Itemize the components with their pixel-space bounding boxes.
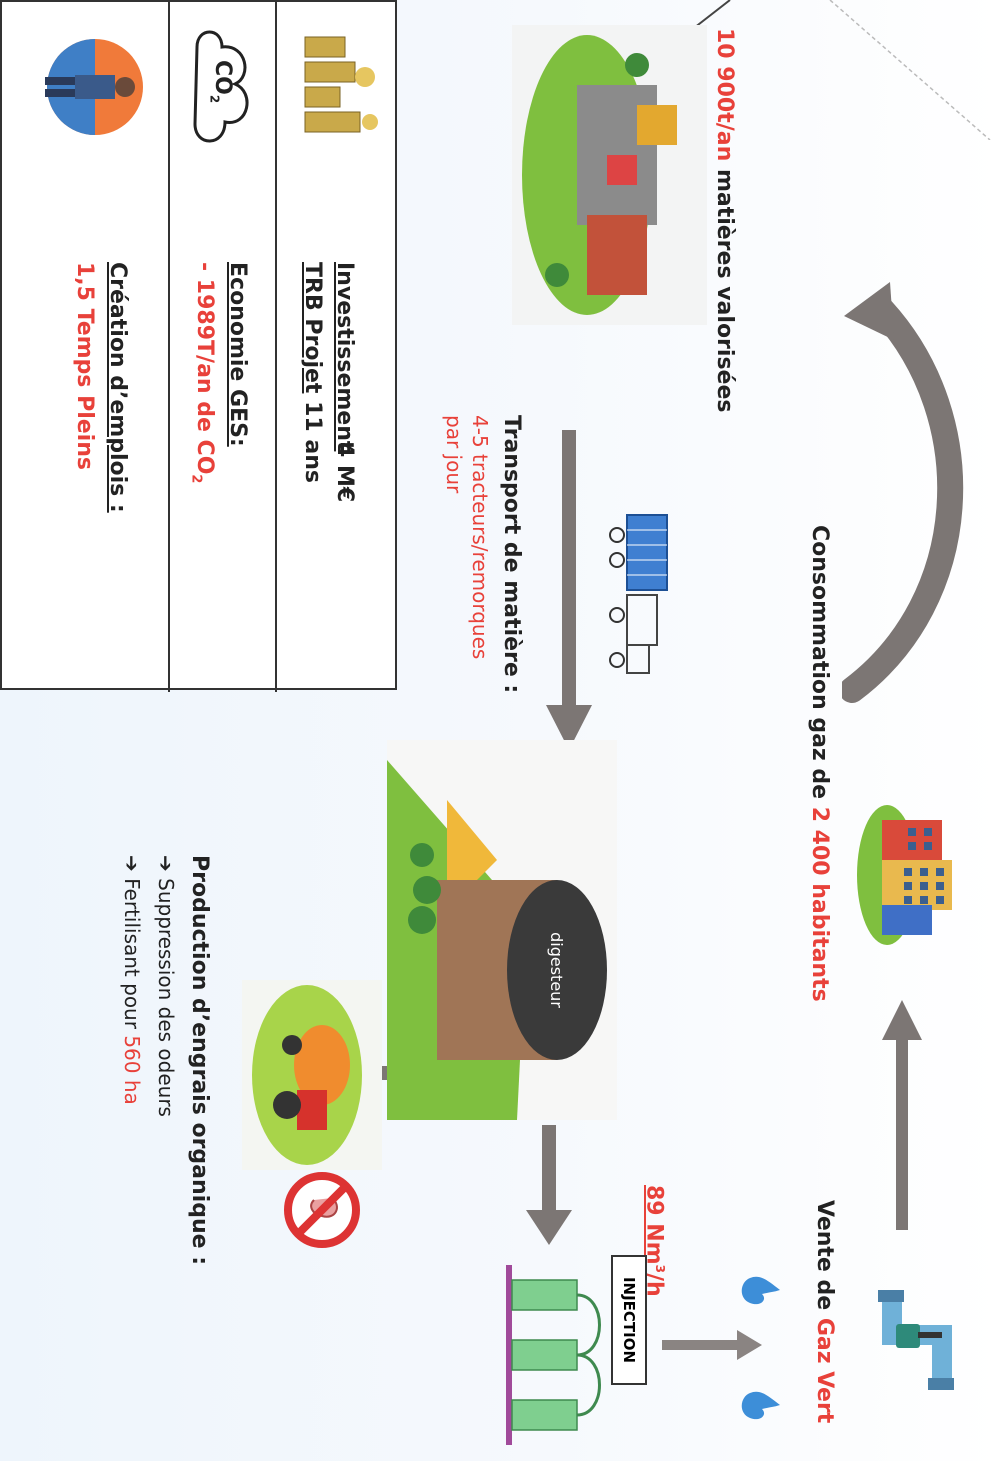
engrais-item-2: ➔ Fertilisant pour 560 ha	[120, 855, 144, 1105]
transport-title: Transport de matière :	[499, 415, 524, 693]
engrais-title: Production d’engrais organique :	[187, 855, 212, 1265]
co2-cloud-text: CO2	[208, 60, 235, 103]
matieres-value: 10 900t/an	[712, 28, 737, 161]
flame-icon	[737, 1270, 782, 1310]
worker-icon	[35, 27, 155, 147]
vente-prefix: Vente de	[812, 1200, 837, 1310]
money-icon	[285, 27, 385, 157]
emploi-title: Création d’emplois :	[105, 262, 130, 513]
digester-label: digesteur	[547, 932, 566, 1008]
consommation-line: Consommation gaz de 2 400 habitants	[807, 525, 832, 1002]
vente-line: Vente de Gaz Vert	[812, 1200, 837, 1423]
invest-line: Investissement	[332, 262, 357, 451]
consommation-text: Consommation gaz de	[807, 525, 832, 799]
engrais-item1-text: Suppression des odeurs	[154, 878, 178, 1117]
city-buildings-icon	[852, 800, 972, 950]
co2-cloud-icon: CO2	[177, 22, 267, 152]
matieres-text: matières valorisées	[712, 169, 737, 413]
flow-value: 89 Nm	[642, 1185, 667, 1265]
pipe-to-city-arrow	[882, 1000, 922, 1240]
tractor-icon	[242, 980, 382, 1170]
trb-line: TRB Projet 11 ans	[300, 262, 325, 483]
ges-value-line: - 1989T/an de CO2	[189, 262, 217, 483]
factory-icon	[512, 25, 707, 325]
flame-icon	[737, 1385, 782, 1425]
injection-station-icon	[497, 1255, 607, 1455]
divider	[275, 2, 277, 692]
digester-icon: digesteur	[387, 740, 617, 1120]
trb-value: 11 ans	[300, 401, 325, 483]
divider	[168, 2, 170, 692]
truck-icon	[597, 505, 677, 685]
transport-detail-2: par jour	[442, 415, 466, 493]
engrais-item2-value: 560 ha	[120, 1035, 144, 1104]
consommation-value: 2 400 habitants	[807, 807, 832, 1002]
invest-value: 4 M€	[332, 442, 357, 502]
emploi-value: 1,5 Temps Pleins	[72, 262, 97, 470]
gas-pipe-icon	[852, 1290, 962, 1400]
digester-to-injection-arrow	[526, 1125, 572, 1245]
engrais-item2-prefix: Fertilisant pour	[120, 878, 144, 1029]
transport-detail-1: 4-5 tracteurs/remorques	[468, 415, 492, 659]
transport-arrow	[546, 430, 592, 750]
flow-sup: 3	[653, 1265, 667, 1273]
engrais-item-1: ➔ Suppression des odeurs	[154, 855, 178, 1117]
summary-panel: Investissement 4 M€ TRB Projet 11 ans CO…	[0, 0, 397, 690]
co2-cloud-sub: 2	[208, 95, 222, 103]
co2-cloud-main: CO	[210, 60, 235, 95]
invest-label: Investissement	[332, 262, 357, 451]
matieres-line: 10 900t/an matières valorisées	[712, 28, 737, 412]
ges-title: Economie GES:	[225, 262, 250, 447]
vente-value: Gaz Vert	[812, 1318, 837, 1423]
ges-sub: 2	[189, 474, 204, 483]
no-odor-icon	[282, 1170, 362, 1250]
ges-value: - 1989T/an de CO	[192, 262, 217, 474]
curved-return-arrow	[842, 270, 1002, 710]
trb-label: TRB Projet	[300, 262, 325, 393]
injection-label: INJECTION	[611, 1255, 647, 1385]
injection-up-arrow	[662, 1330, 762, 1360]
